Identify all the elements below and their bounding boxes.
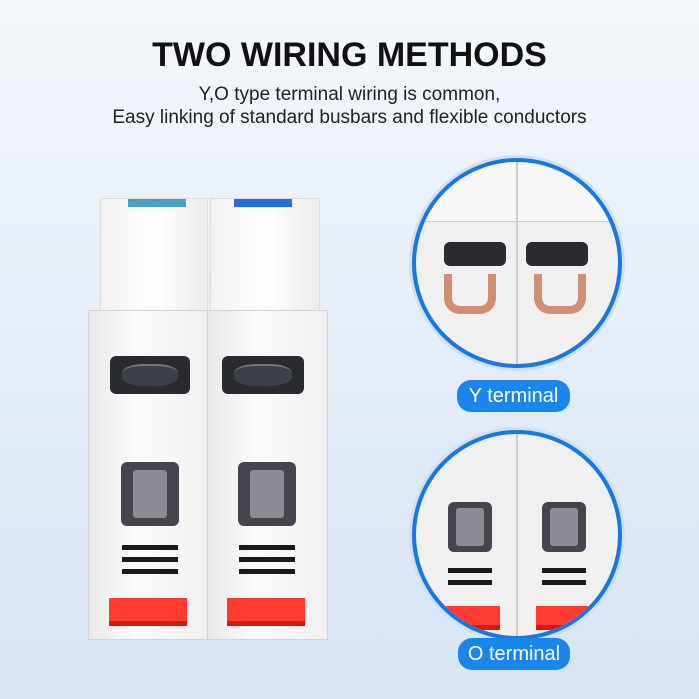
o-terminal-label: O terminal bbox=[458, 638, 570, 670]
subtitle-line-1: Y,O type terminal wiring is common, bbox=[198, 84, 501, 105]
indicator-right bbox=[234, 199, 292, 207]
page-title: TWO WIRING METHODS bbox=[152, 36, 547, 74]
subtitle-line-2: Easy linking of standard busbars and fle… bbox=[112, 107, 587, 128]
indicator-left bbox=[128, 199, 186, 207]
y-terminal-closeup bbox=[412, 158, 622, 368]
o-terminal-closeup bbox=[412, 430, 622, 640]
y-terminal-label: Y terminal bbox=[457, 380, 570, 412]
toggle-right bbox=[227, 598, 305, 626]
toggle-left bbox=[109, 598, 187, 626]
